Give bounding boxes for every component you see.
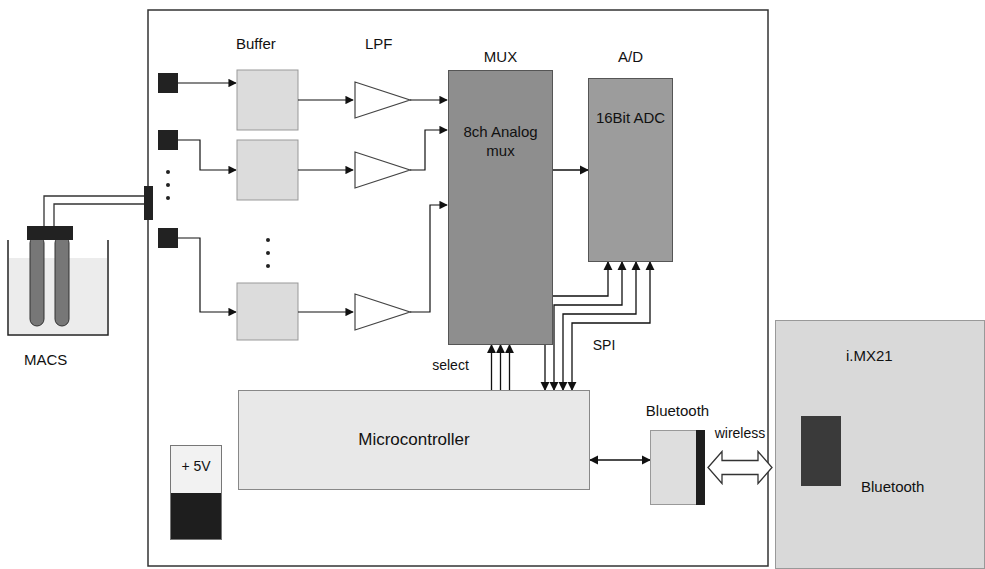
- lpf-wires: [410, 100, 447, 312]
- macs-sensor: [8, 196, 146, 335]
- microcontroller-box: Microcontroller: [238, 390, 590, 490]
- buffer-label: Buffer: [236, 36, 276, 53]
- connector: [708, 452, 772, 484]
- wire: [491, 345, 492, 390]
- box-text: Microcontroller: [358, 429, 469, 450]
- box-heading: MUX: [439, 49, 562, 66]
- wire: [554, 262, 622, 390]
- bluetooth-chip: [801, 416, 841, 486]
- buffer-boxes: [237, 70, 298, 340]
- antenna-strip: [696, 430, 705, 505]
- edge-label: select: [432, 358, 469, 373]
- box-heading: Bluetooth: [641, 403, 714, 420]
- edge-label: wireless: [715, 426, 766, 441]
- chip-label: Bluetooth: [861, 478, 924, 495]
- battery: + 5V: [170, 445, 222, 540]
- wire: [509, 345, 510, 390]
- connector: [545, 262, 650, 390]
- board-outline: [148, 10, 768, 566]
- battery-dark-half: [171, 493, 221, 540]
- box-text: 8ch Analog mux: [449, 71, 552, 161]
- lpf-label: LPF: [365, 36, 393, 53]
- connector: [492, 345, 510, 390]
- wireless-arrow: [708, 452, 772, 484]
- connector: [144, 186, 153, 220]
- lpf-amplifiers: [355, 82, 410, 330]
- wire: [563, 262, 636, 390]
- connector: [553, 170, 588, 171]
- imx21-board: i.MX21Bluetooth: [775, 320, 985, 569]
- battery-text: + 5V: [171, 446, 221, 476]
- connector: [590, 460, 650, 461]
- wire: [590, 459, 650, 460]
- adc-box: A/D16Bit ADC: [588, 78, 673, 262]
- mux-box: MUX8ch Analog mux: [448, 70, 553, 345]
- pin-wires: [178, 83, 236, 312]
- wire: [500, 345, 501, 390]
- box-heading: A/D: [579, 49, 682, 66]
- wire: [553, 169, 588, 170]
- bluetooth-module: Bluetooth: [650, 430, 705, 505]
- edge-label: SPI: [593, 338, 616, 353]
- buffer-wires: [298, 100, 353, 312]
- macs-label: MACS: [24, 352, 67, 369]
- board-title: i.MX21: [846, 347, 893, 364]
- wire: [572, 262, 650, 390]
- box-text: 16Bit ADC: [589, 79, 672, 128]
